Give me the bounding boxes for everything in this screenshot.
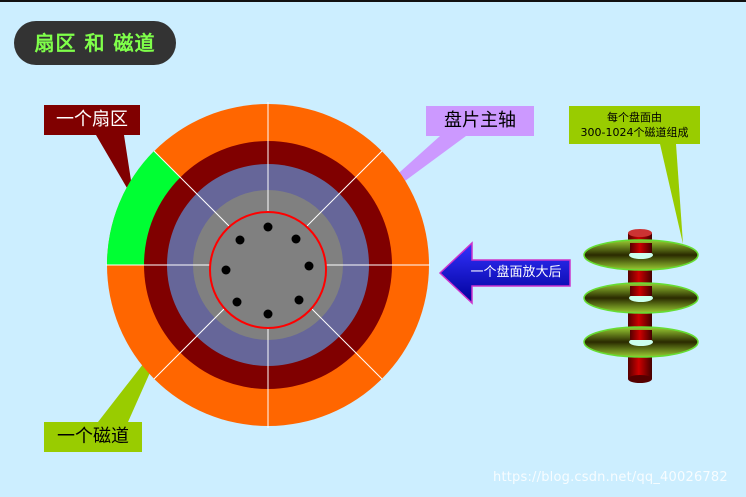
watermark: https://blog.csdn.net/qq_40026782 (493, 470, 728, 485)
sector-label: 一个扇区 (44, 105, 140, 135)
track-label: 一个磁道 (44, 422, 142, 452)
platters-label-line2: 300-1024个磁道组成 (580, 126, 689, 139)
enlarge-label: 一个盘面放大后 (470, 265, 562, 280)
spindle-holes (221, 222, 314, 319)
page-title: 扇区 和 磁道 (14, 21, 176, 65)
spindle-label: 盘片主轴 (426, 106, 534, 136)
platters-label: 每个盘面由 300-1024个磁道组成 (569, 106, 700, 144)
platters-label-line1: 每个盘面由 (607, 111, 662, 124)
disk-platter-diagram (106, 102, 430, 428)
disk-stack-icon (583, 229, 699, 383)
sector-callout-pointer (96, 135, 134, 200)
left-arrow-icon (438, 241, 571, 305)
platters-callout-pointer (660, 144, 683, 244)
